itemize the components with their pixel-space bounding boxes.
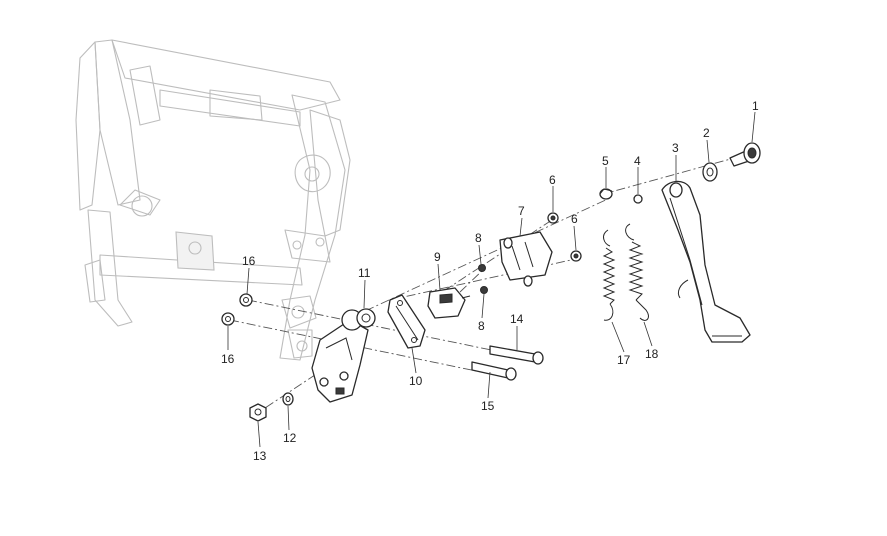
callout-16-lower: 16	[221, 352, 235, 366]
callout-13: 13	[253, 449, 267, 463]
callout-9: 9	[434, 250, 441, 264]
callout-1: 1	[752, 99, 759, 113]
frame-outline	[75, 39, 351, 361]
callout-3: 3	[672, 141, 679, 155]
part-18-spring	[625, 223, 649, 321]
callout-2: 2	[703, 126, 710, 140]
part-13-nut	[249, 403, 267, 422]
part-5-bushing	[599, 188, 613, 200]
callout-labels: 1 2 3 4 5 6 6 7 8 8 9 10 11 12 13 14 15 …	[221, 99, 759, 463]
part-8-screw-lower	[480, 286, 488, 294]
part-16-bushing-upper	[239, 293, 253, 307]
part-3-side-stand	[661, 180, 751, 343]
callout-6-upper: 6	[549, 173, 556, 187]
callout-10: 10	[409, 374, 423, 388]
callout-17: 17	[617, 353, 631, 367]
callout-12: 12	[283, 431, 297, 445]
callout-11: 11	[358, 266, 371, 280]
leader-lines	[227, 111, 756, 448]
part-16-bushing-lower	[221, 312, 235, 326]
callout-7: 7	[518, 204, 525, 218]
part-6-nut-upper	[547, 212, 559, 224]
part-10-gasket-plate	[387, 294, 426, 349]
callout-15: 15	[481, 399, 495, 413]
part-9-sensor-switch	[427, 287, 471, 319]
part-11-stand-bracket	[311, 308, 376, 403]
callout-18: 18	[645, 347, 659, 361]
callout-8-upper: 8	[475, 231, 482, 245]
part-7-bracket	[499, 231, 553, 287]
part-1-pivot-bolt	[729, 142, 761, 167]
callout-5: 5	[602, 154, 609, 168]
part-8-screw-upper	[478, 264, 486, 272]
part-4-washer	[633, 194, 643, 204]
callout-14: 14	[510, 312, 524, 326]
part-14-bolt	[489, 345, 544, 365]
part-2-washer	[702, 162, 718, 182]
part-15-bolt	[471, 361, 517, 381]
part-12-washer	[282, 392, 294, 406]
part-17-spring	[602, 229, 616, 321]
callout-4: 4	[634, 154, 641, 168]
callout-6-lower: 6	[571, 212, 578, 226]
callout-16-upper: 16	[242, 254, 256, 268]
part-6-nut-lower	[570, 250, 582, 262]
callout-8-lower: 8	[478, 319, 485, 333]
